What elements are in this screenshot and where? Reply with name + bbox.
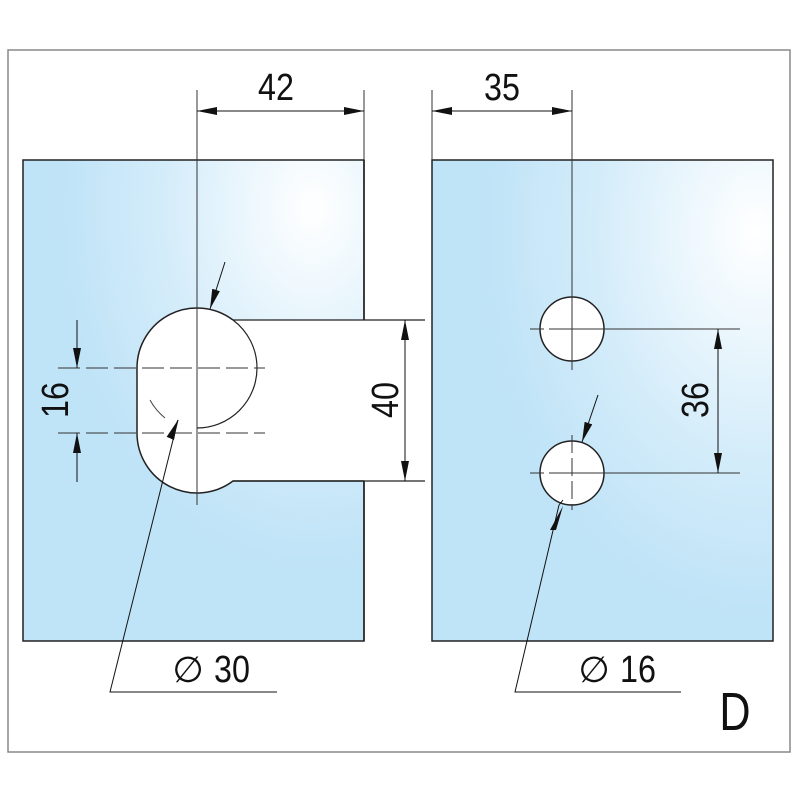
dim-diameter-30-label: 30 — [214, 649, 250, 691]
right-glass-panel — [431, 159, 774, 642]
variant-label: D — [719, 683, 750, 743]
center-lines — [58, 90, 740, 510]
dim-diameter-16-label: 16 — [620, 649, 656, 691]
diameter-symbol-small: ∅ — [578, 649, 609, 690]
dim-42-label: 42 — [258, 67, 294, 109]
dim-35-label: 35 — [484, 67, 520, 109]
dim-36-label: 36 — [675, 382, 717, 418]
dim-16-label: 16 — [35, 382, 77, 418]
hinge-cutout — [136, 160, 425, 641]
diameter-symbol-large: ∅ — [172, 649, 203, 690]
dimension-lines — [73, 107, 722, 693]
dim-40-label: 40 — [365, 382, 407, 418]
